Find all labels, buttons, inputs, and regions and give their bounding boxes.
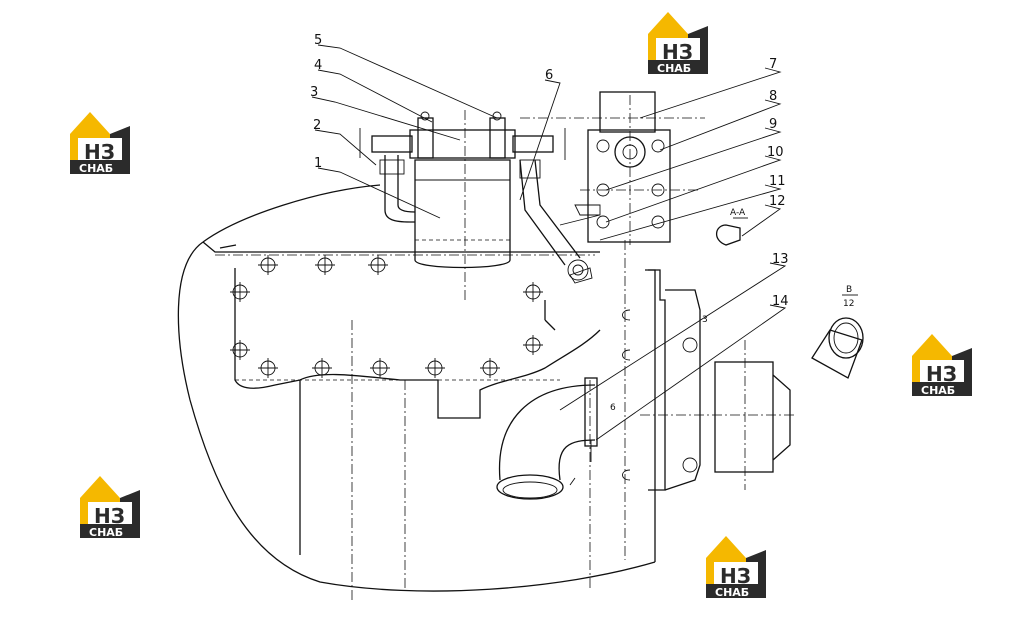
view-b-detail bbox=[811, 294, 864, 379]
svg-text:СНАБ: СНАБ bbox=[715, 586, 749, 599]
housing-outline bbox=[177, 184, 656, 592]
svg-text:СНАБ: СНАБ bbox=[921, 384, 955, 397]
svg-text:НЗ: НЗ bbox=[94, 504, 125, 528]
section-a-label: A-A bbox=[730, 208, 746, 218]
part-label-2: 2 bbox=[313, 118, 321, 133]
part-label-12: 12 bbox=[769, 194, 786, 209]
logo-watermark-1: НЗ СНАБ bbox=[648, 12, 708, 75]
part-label-9: 9 bbox=[769, 117, 777, 132]
mark-six: 6 bbox=[610, 403, 616, 413]
mark-three: 3 bbox=[702, 315, 708, 325]
logo-watermark-4: НЗ СНАБ bbox=[80, 476, 140, 539]
svg-text:СНАБ: СНАБ bbox=[657, 62, 691, 75]
cooler-block bbox=[559, 91, 671, 243]
part-number-labels: 5 4 3 2 1 6 7 8 9 10 11 12 13 14 A-A B 1… bbox=[310, 33, 854, 413]
logo-watermark-2: НЗ СНАБ bbox=[70, 112, 130, 175]
part-label-3: 3 bbox=[310, 85, 318, 100]
part-label-4: 4 bbox=[314, 58, 322, 73]
svg-text:НЗ: НЗ bbox=[720, 564, 751, 588]
part-label-11: 11 bbox=[769, 174, 786, 189]
svg-text:НЗ: НЗ bbox=[926, 362, 957, 386]
elbow-pipe bbox=[496, 377, 598, 500]
part-label-13: 13 bbox=[772, 252, 789, 267]
svg-text:СНАБ: СНАБ bbox=[79, 162, 113, 175]
part-label-1: 1 bbox=[314, 156, 322, 171]
pump-body bbox=[622, 269, 791, 491]
part-label-7: 7 bbox=[769, 57, 777, 72]
view-b-letter: B bbox=[846, 285, 852, 295]
section-a-detail bbox=[715, 217, 748, 246]
part-label-14: 14 bbox=[772, 294, 789, 309]
logo-watermark-5: НЗ СНАБ bbox=[706, 536, 766, 599]
part-label-6: 6 bbox=[545, 68, 553, 83]
svg-text:НЗ: НЗ bbox=[662, 40, 693, 64]
leader-lines bbox=[311, 44, 787, 441]
oil-filter-assembly bbox=[359, 111, 593, 284]
bolt-pattern bbox=[230, 255, 543, 378]
svg-text:НЗ: НЗ bbox=[84, 140, 115, 164]
part-label-5: 5 bbox=[314, 33, 322, 48]
view-b-scale: 12 bbox=[843, 299, 854, 309]
part-label-8: 8 bbox=[769, 89, 777, 104]
logo-watermark-3: НЗ СНАБ bbox=[912, 334, 972, 397]
center-lines bbox=[215, 95, 795, 600]
part-label-10: 10 bbox=[767, 145, 784, 160]
svg-text:СНАБ: СНАБ bbox=[89, 526, 123, 539]
